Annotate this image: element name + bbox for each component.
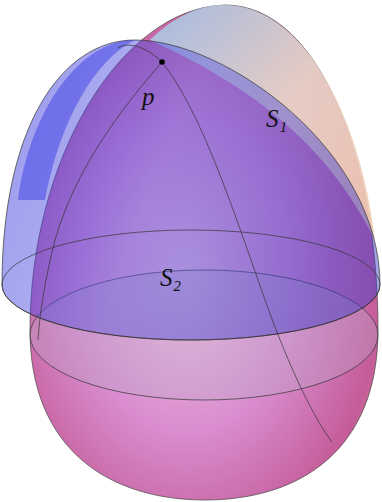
surface-label: S₁	[266, 106, 287, 131]
blue-shade	[18, 40, 135, 200]
point-dot	[159, 59, 165, 65]
intersection-curve	[38, 62, 162, 340]
intersection-curve	[162, 62, 332, 442]
boundary-curve	[118, 45, 162, 62]
surface-label: S₂	[160, 265, 181, 290]
point-label: p	[142, 84, 155, 109]
blue-surface	[2, 40, 380, 340]
blue-rim	[2, 230, 380, 340]
